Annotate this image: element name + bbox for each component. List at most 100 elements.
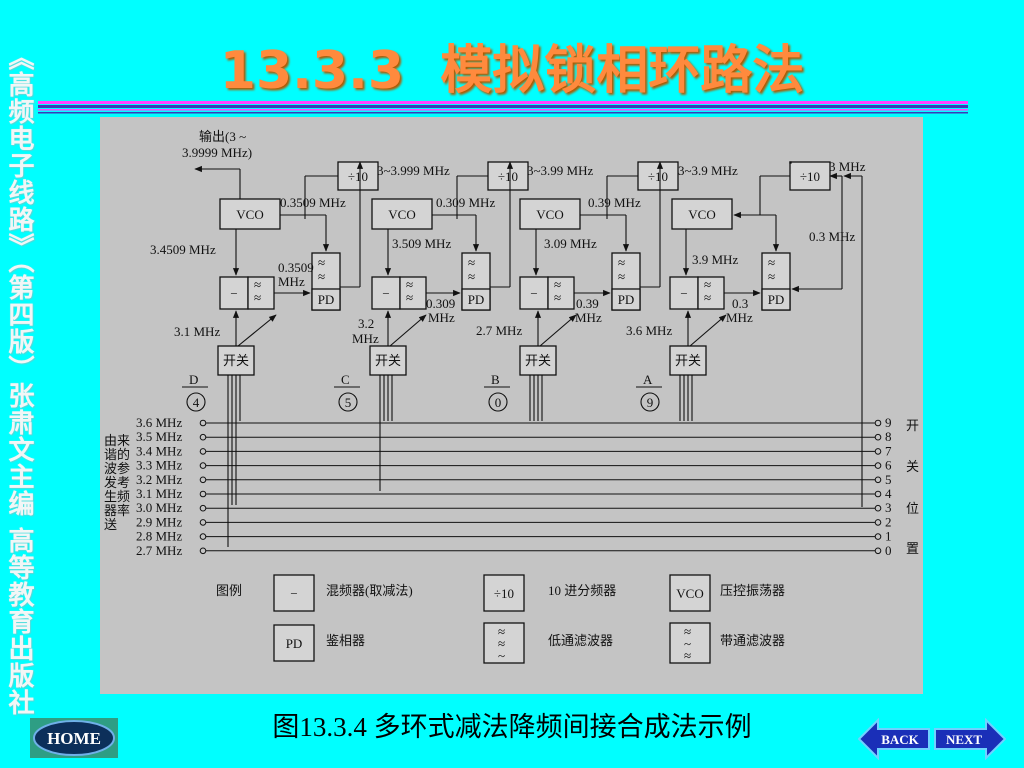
mix-out-freq-1: 0.309 — [426, 296, 455, 311]
switch-freq-1: 3.2 — [358, 316, 374, 331]
legend-mixer-symbol — [273, 574, 315, 612]
bpf-symbol: ≈ — [704, 277, 711, 292]
next-button[interactable]: NEXT — [934, 718, 1006, 760]
loop-number-circle — [338, 392, 358, 412]
vco-out-freq: 3.9 MHz — [692, 252, 738, 267]
left-note-6: 器率 — [104, 503, 130, 518]
switch-position-label: 1 — [885, 529, 892, 544]
legend-bpf-mark: ~ — [684, 636, 691, 651]
back-arrow-icon — [858, 718, 930, 760]
synthesizer-diagram: 输出(3 ~ 3.9999 MHz) ÷10 VCO ≈ ≈ ~ PD − ≈ … — [104, 129, 919, 664]
bus-freq-label: 3.0 MHz — [136, 500, 182, 515]
wire — [539, 314, 577, 347]
legend-bpf-label: 带通滤波器 — [720, 633, 785, 648]
output-label-2: 3.9999 MHz) — [182, 145, 252, 160]
vco-block — [671, 198, 733, 230]
switch-freq: 3.1 MHz — [174, 324, 220, 339]
legend: 图例 − 混频器(取减法) ÷10 10 进分频器 VCO 压控振荡器 PD 鉴… — [216, 574, 785, 664]
pd-label: PD — [468, 292, 485, 307]
vco-label: VCO — [236, 207, 263, 222]
loop-name: D — [189, 372, 198, 387]
bus-freq-label: 3.5 MHz — [136, 429, 182, 444]
legend-lpf-label: 低通滤波器 — [548, 633, 613, 648]
switch-position-label: 9 — [885, 415, 892, 430]
loop-number: 4 — [193, 395, 200, 410]
vco-out-freq: 3.509 MHz — [392, 236, 451, 251]
left-note-2: 谐的 — [104, 447, 130, 462]
bus-input-terminal — [199, 419, 207, 427]
legend-pd-symbol — [273, 624, 315, 662]
section-number: 13.3.3 — [219, 41, 404, 101]
title-gap — [404, 41, 440, 101]
bus-input-terminal — [199, 448, 207, 455]
vco-in-freq: 0.3509 MHz — [280, 195, 346, 210]
bpf-block — [247, 276, 275, 310]
slide-title: 13.3.3 模拟锁相环路法 — [0, 28, 1024, 103]
divider-block — [789, 161, 831, 191]
vco-block — [519, 198, 581, 230]
figure-caption: 图13.3.4 多环式减法降频间接合成法示例 — [272, 712, 752, 742]
loop-name: C — [341, 372, 350, 387]
left-note-4: 发考 — [104, 475, 130, 490]
bpf-symbol: ≈ — [406, 290, 413, 305]
bus-input-terminal — [199, 490, 207, 498]
wire — [389, 314, 427, 347]
bus-freq-label: 2.9 MHz — [136, 514, 182, 529]
divider-label: ÷10 — [648, 169, 668, 184]
mixer-block — [519, 276, 549, 310]
bus-output-terminal — [874, 448, 882, 455]
divider-label: ÷10 — [498, 169, 518, 184]
lpf-symbol: ≈ — [318, 255, 325, 270]
legend-title: 图例 — [216, 583, 242, 598]
switch-position-label: 7 — [885, 443, 892, 458]
loop-number: 0 — [495, 395, 502, 410]
loop-a: ÷10 VCO ≈ ≈ PD − ≈ ≈ 开关 3 MHz 0.3 MHz 3.… — [626, 159, 866, 421]
left-note-3: 波参 — [104, 461, 130, 476]
legend-divider-sign: ÷10 — [494, 586, 514, 601]
next-button-label: NEXT — [946, 732, 982, 747]
next-arrow-icon — [934, 718, 1006, 760]
switch-position-label: 5 — [885, 472, 892, 487]
mix-out-freq-1: 0.39 — [576, 296, 599, 311]
legend-pd-sign: PD — [286, 636, 303, 651]
mix-out-freq-1: 0.3 — [732, 296, 748, 311]
switch-label: 开关 — [375, 353, 401, 368]
back-button-label: BACK — [881, 732, 919, 747]
back-button[interactable]: BACK — [858, 718, 930, 760]
left-note-5: 生频 — [104, 489, 130, 504]
lpf-symbol: ≈ — [768, 255, 775, 270]
bpf-symbol: ≈ — [554, 277, 561, 292]
right-note-4: 置 — [906, 541, 919, 556]
bus-output-terminal — [874, 504, 882, 512]
legend-pd-label: 鉴相器 — [326, 633, 365, 648]
legend-mixer-label: 混频器(取减法) — [326, 583, 413, 598]
bus-output-terminal — [874, 519, 882, 526]
bus-input-terminal — [199, 533, 207, 540]
vco-in-freq: 0.3 MHz — [809, 229, 855, 244]
lpf-symbol: ≈ — [318, 269, 325, 284]
loop-b: ÷10 VCO ≈ ≈ PD − ≈ ≈ 开关 3~3.9 MHz 0.39 M… — [476, 161, 738, 421]
loop-number-circle — [186, 392, 206, 412]
divider-label: ÷10 — [800, 169, 820, 184]
loop-number-circle — [488, 392, 508, 412]
divider-out-freq: 3~3.999 MHz — [377, 163, 450, 178]
vco-label: VCO — [388, 207, 415, 222]
diagram-panel: 输出(3 ~ 3.9999 MHz) ÷10 VCO ≈ ≈ ~ PD − ≈ … — [100, 117, 923, 694]
wire — [689, 314, 727, 347]
pd-label: PD — [318, 292, 335, 307]
vco-block — [371, 198, 433, 230]
bus-freq-label: 3.3 MHz — [136, 458, 182, 473]
home-button[interactable]: HOME — [30, 718, 118, 758]
legend-bpf-mark: ≈ — [684, 648, 691, 663]
legend-bpf-mark: ≈ — [684, 624, 691, 639]
divider-out-freq: 3~3.99 MHz — [527, 163, 593, 178]
vco-in-freq: 0.309 MHz — [436, 195, 495, 210]
bus-freq-label: 2.7 MHz — [136, 543, 182, 558]
legend-divider-symbol — [483, 574, 525, 612]
legend-lpf-mark: ~ — [498, 648, 505, 663]
lpf-symbol: ≈ — [618, 255, 625, 270]
switch-label: 开关 — [525, 353, 551, 368]
switch-label: 开关 — [675, 353, 701, 368]
